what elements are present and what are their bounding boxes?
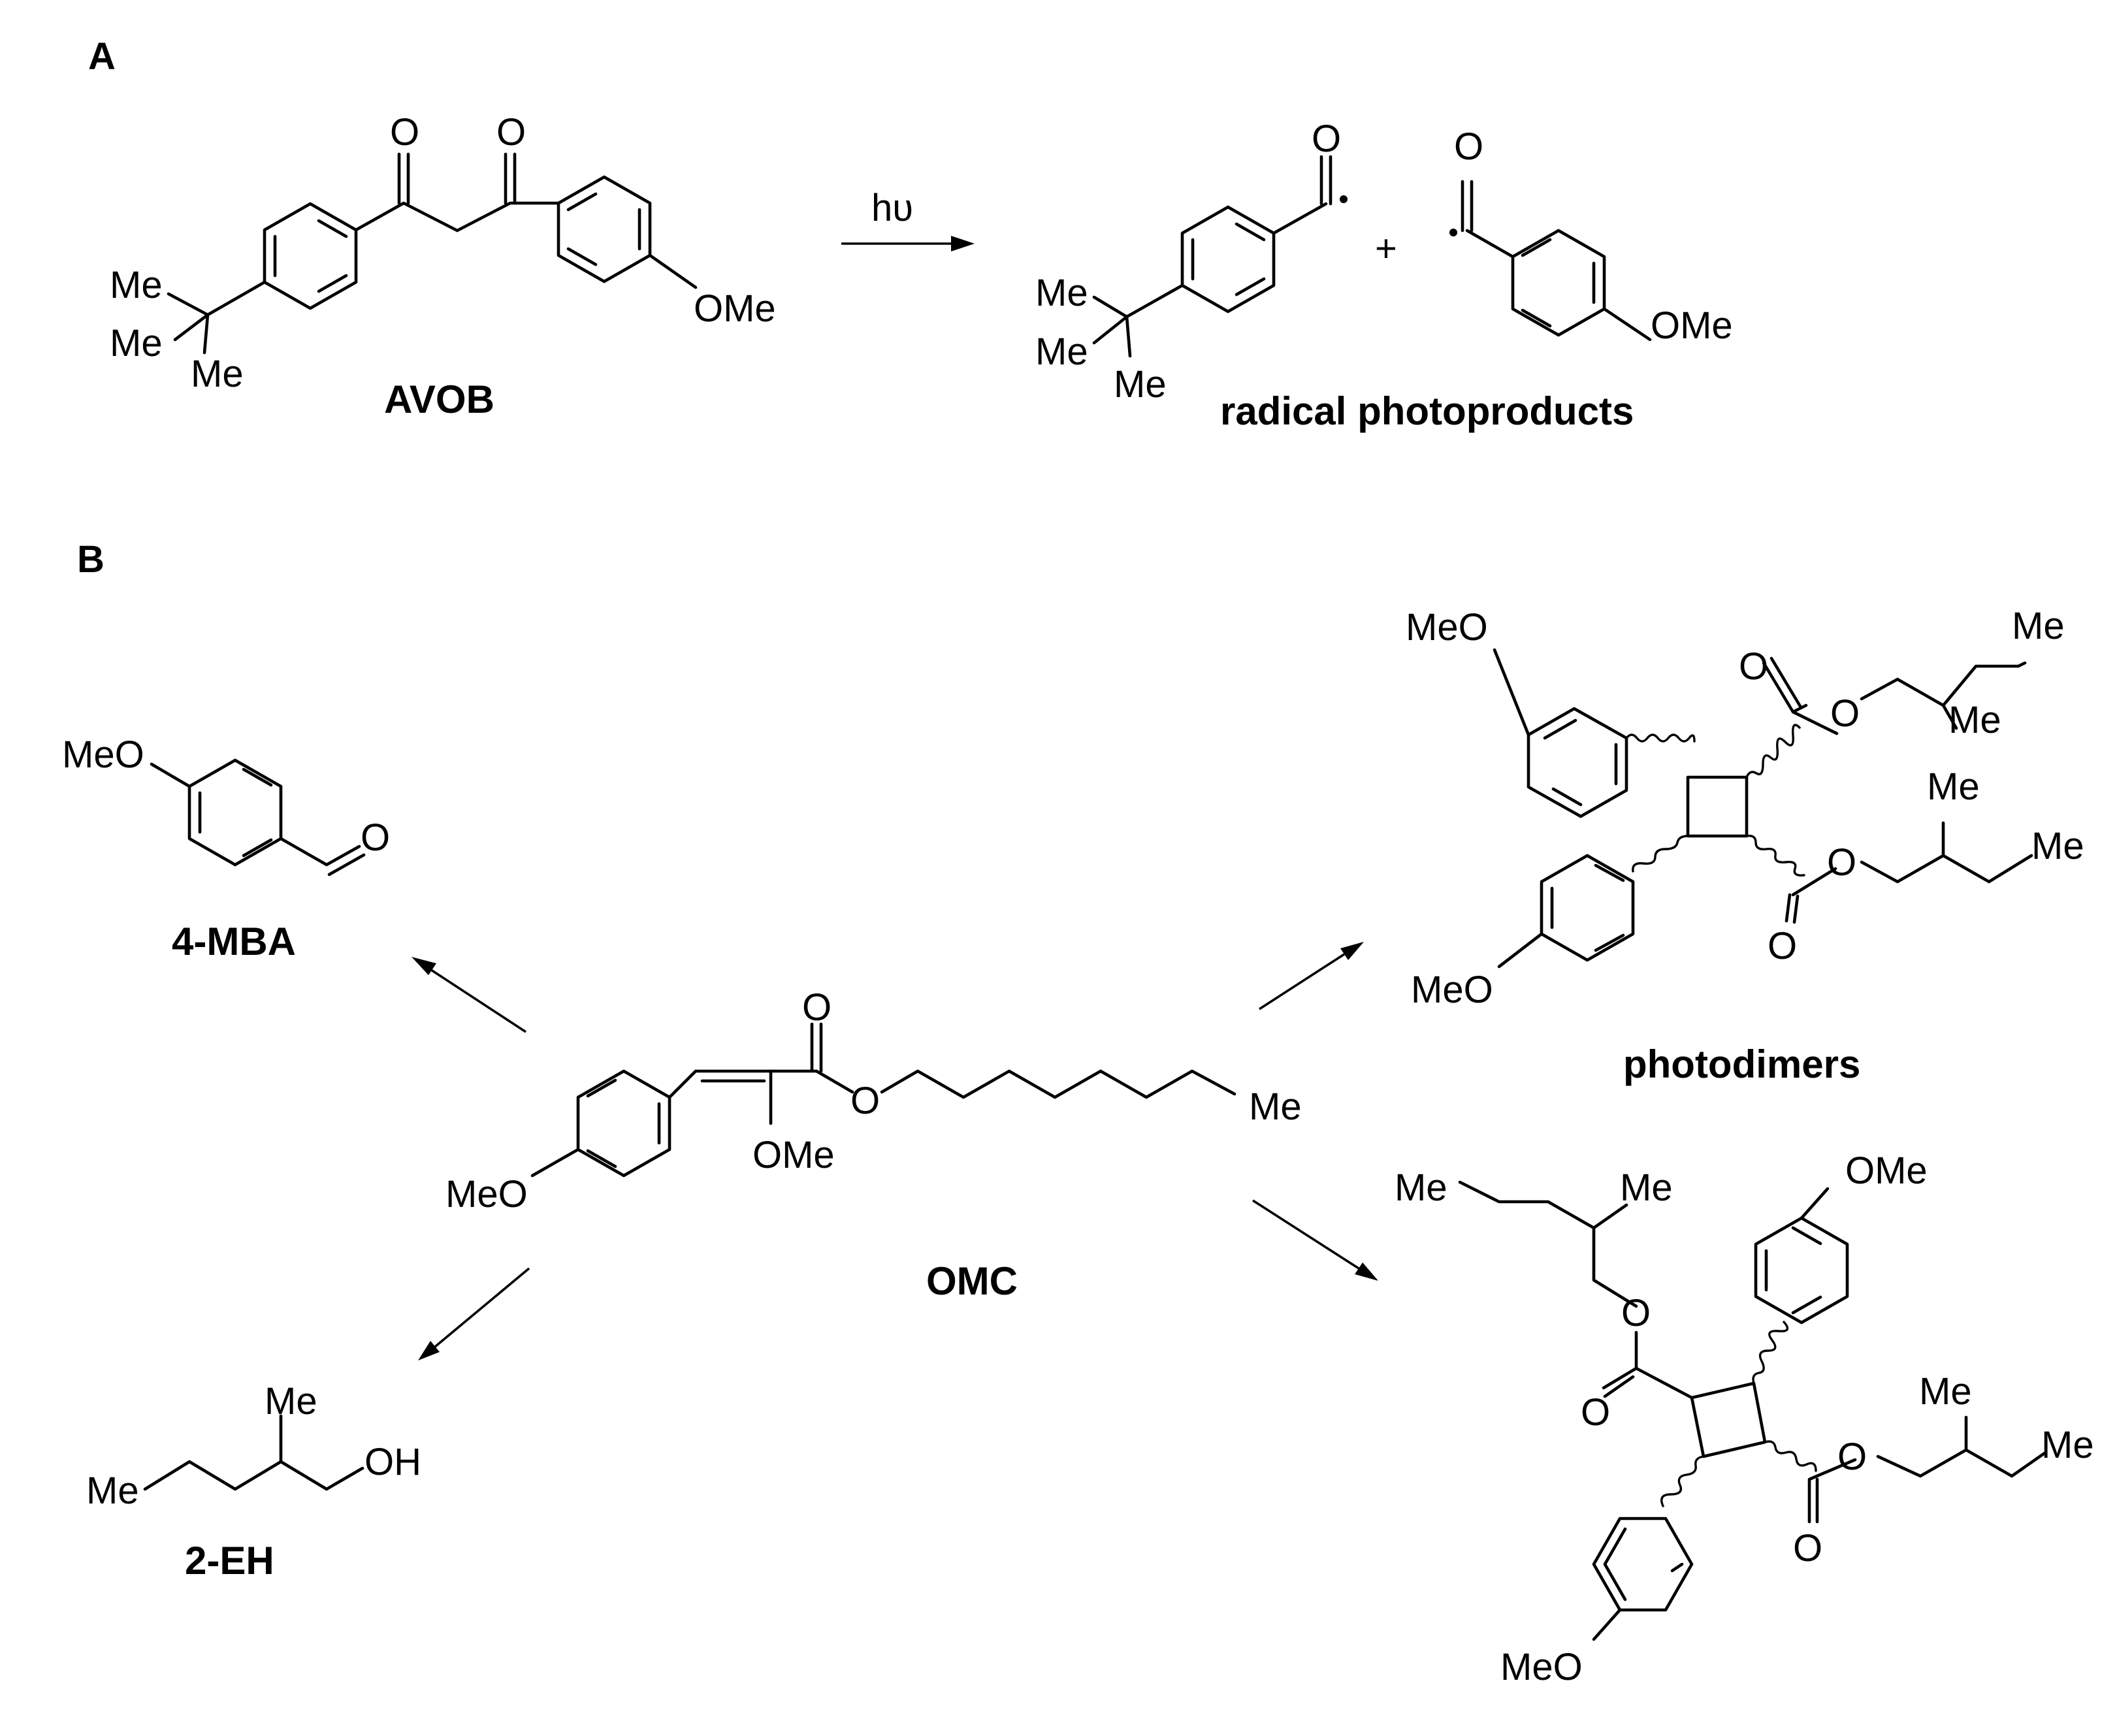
dimer1-meo-top: MeO — [1406, 606, 1488, 649]
dimer2-o2: O — [1581, 1391, 1610, 1434]
mba-meo: MeO — [62, 733, 144, 776]
omc-structure — [530, 1022, 1236, 1178]
dimer1-me2: Me — [1948, 699, 2001, 741]
mba-structure — [150, 758, 366, 876]
arrow-to-mba — [412, 957, 526, 1033]
dimer1-me1: Me — [2012, 605, 2065, 647]
panel-label-a: A — [88, 35, 116, 78]
dimer2-me2: Me — [1620, 1166, 1673, 1209]
radical-1-structure — [1092, 155, 1333, 358]
avob-ome: OMe — [694, 287, 776, 330]
omc-carbonyl-o: O — [802, 986, 832, 1029]
dimer1-wavy-4 — [1745, 835, 1805, 876]
avob-carbonyl-o1: O — [390, 111, 419, 153]
omc-ester-o: O — [850, 1080, 880, 1122]
avob-me2: Me — [110, 322, 163, 364]
arrow-to-eh — [418, 1267, 530, 1360]
dimer1-me4: Me — [2031, 825, 2084, 867]
radical-photoproducts-label: radical photoproducts — [1220, 389, 1634, 433]
mba-aldehyde-o: O — [361, 816, 390, 859]
dimer2-o3: O — [1837, 1436, 1867, 1478]
dimer1-wavy-1 — [1625, 733, 1696, 743]
dimer1-wavy-3 — [1632, 835, 1689, 873]
dimer2-wavy-2 — [1764, 1440, 1817, 1472]
avob-carbonyl-o2: O — [496, 111, 526, 153]
dimer2-o4: O — [1793, 1527, 1822, 1569]
dimer1-o1: O — [1739, 645, 1768, 688]
omc-meo: MeO — [445, 1173, 528, 1215]
eh-me-branch: Me — [265, 1380, 317, 1423]
arrow-to-dimer-1 — [1259, 942, 1364, 1010]
hv-condition: hυ — [871, 187, 913, 229]
avob-structure — [167, 152, 698, 355]
avob-me1: Me — [110, 264, 163, 306]
radical1-me1: Me — [1035, 272, 1088, 314]
dimer2-meo: MeO — [1500, 1646, 1583, 1688]
eh-me-end: Me — [86, 1470, 139, 1512]
radical-2-structure — [1461, 180, 1652, 342]
plus-sign: + — [1375, 227, 1397, 270]
radical2-ome: OMe — [1651, 304, 1733, 347]
radical1-me3: Me — [1114, 363, 1167, 406]
radical-dot-2 — [1449, 229, 1457, 236]
radical2-o: O — [1454, 125, 1483, 168]
dimer2-ome: OMe — [1845, 1149, 1928, 1192]
avob-label: AVOB — [384, 378, 494, 421]
photodimer-1-structure — [1493, 648, 2033, 969]
mba-label: 4-MBA — [172, 920, 296, 963]
dimer1-o3: O — [1827, 841, 1856, 884]
omc-me: Me — [1249, 1085, 1302, 1128]
dimer1-o4: O — [1768, 925, 1797, 967]
eh-label: 2-EH — [185, 1539, 274, 1583]
radical1-o: O — [1312, 118, 1341, 160]
dimer1-meo-bottom: MeO — [1411, 969, 1493, 1011]
panel-label-b: B — [77, 538, 105, 581]
dimer2-me1: Me — [1395, 1166, 1447, 1209]
dimer2-me3: Me — [1919, 1370, 1972, 1413]
radical-dot-1 — [1340, 195, 1348, 203]
avob-me3: Me — [191, 353, 244, 395]
dimer1-wavy-2 — [1745, 724, 1801, 779]
photodimers-label: photodimers — [1623, 1042, 1860, 1086]
radical1-me2: Me — [1035, 330, 1088, 373]
photodimer-2-structure — [1458, 1180, 2046, 1641]
dimer1-o2: O — [1830, 692, 1860, 735]
dimer2-o1: O — [1621, 1292, 1651, 1334]
hv-arrow — [841, 236, 975, 251]
eh-oh: OH — [364, 1441, 421, 1483]
dimer1-me3: Me — [1927, 765, 1980, 808]
arrow-to-dimer-2 — [1252, 1199, 1378, 1281]
eh-structure — [143, 1414, 364, 1491]
omc-ome: OMe — [752, 1134, 835, 1176]
dimer2-wavy-3 — [1660, 1455, 1705, 1507]
dimer2-wavy-1 — [1752, 1321, 1789, 1385]
omc-label: OMC — [926, 1259, 1018, 1303]
dimer2-me4: Me — [2041, 1424, 2094, 1466]
